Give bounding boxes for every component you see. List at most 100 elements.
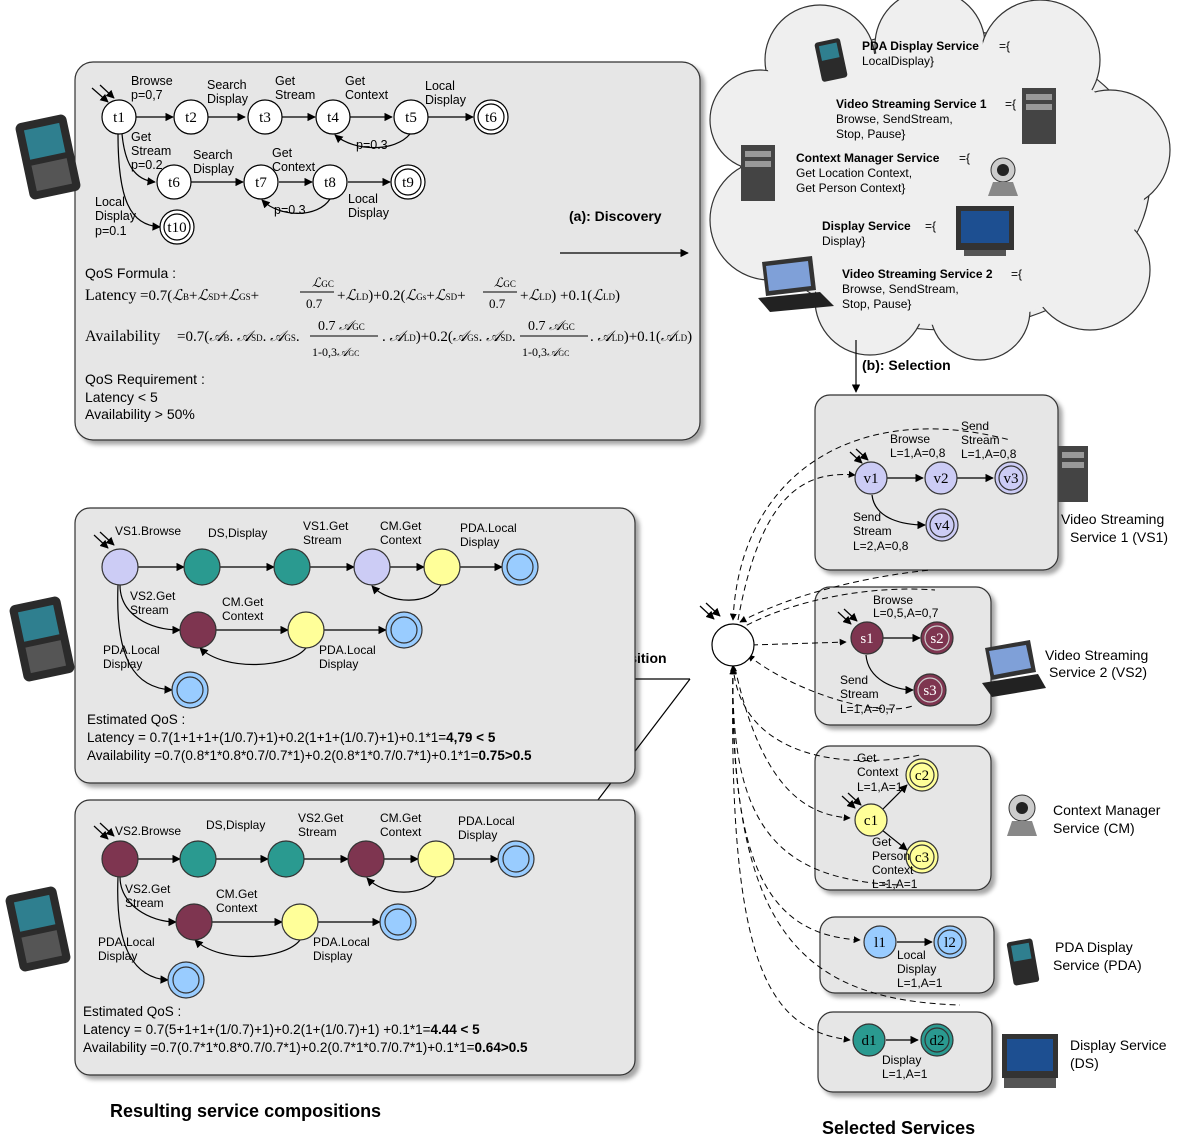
comp2-latency: Latency = 0.7(5+1+1+(1/0.7)+1)+0.2(1+(1/… xyxy=(83,1022,431,1037)
svg-text:1-0,3𝒜GC: 1-0,3𝒜GC xyxy=(522,345,569,359)
comp1-l8a: PDA.Local xyxy=(319,643,376,657)
comp1-latency-result: 4,79 < 5 xyxy=(446,730,496,745)
dashed-links xyxy=(729,428,1011,1043)
comp1-l7b: Context xyxy=(222,609,264,623)
comp2-l8b: Display xyxy=(313,949,352,963)
vs1-state-v2 xyxy=(924,461,958,495)
cm-name-2: Service (CM) xyxy=(1053,820,1135,836)
comp1-availability: Availability =0.7(0.8*1*0.8*0.7/0.7*1)+0… xyxy=(87,748,479,763)
label-t6-final: t6 xyxy=(485,110,497,126)
cloud-vs2-title: Video Streaming Service 2 xyxy=(842,267,993,281)
cloud-pda-title: PDA Display Service xyxy=(862,39,979,53)
req-latency: Latency < 5 xyxy=(85,389,158,405)
comp2-l9b: Display xyxy=(98,949,137,963)
comp2-state-8 xyxy=(281,903,319,941)
cm-gc-1: Get xyxy=(857,751,877,765)
comp1-l5a: PDA.Local xyxy=(460,521,517,535)
edge-localdisplay-2: Display xyxy=(425,93,467,107)
laptop-icon xyxy=(758,256,834,312)
pda-qos: L=1,A=1 xyxy=(897,976,943,990)
state-t4 xyxy=(315,99,351,135)
label-t5: t5 xyxy=(405,110,417,126)
comp2-l2: DS,Display xyxy=(206,818,265,832)
cloud-ds-title: Display Service xyxy=(822,219,911,233)
vs2-state-s3 xyxy=(913,673,947,707)
edge-loop-p: p=0.3 xyxy=(356,138,388,152)
svg-text:0.7: 0.7 xyxy=(306,296,323,311)
comp2-l5b: Display xyxy=(458,828,497,842)
edge-ld3-2: Display xyxy=(95,209,137,223)
comp1-l6a: VS2.Get xyxy=(130,589,176,603)
comp2-l6a: VS2.Get xyxy=(125,882,171,896)
comp1-l4b: Context xyxy=(380,533,422,547)
comp2-l5a: PDA.Local xyxy=(458,814,515,828)
comp2-l9a: PDA.Local xyxy=(98,935,155,949)
laptop-icon xyxy=(982,640,1046,697)
vs2-edges xyxy=(837,608,921,695)
svg-text:Availability =0.7(0.7*1*0.8*0.: Availability =0.7(0.7*1*0.8*0.7/0.7*1)+0… xyxy=(83,1040,528,1055)
edge-gc2-1: Get xyxy=(272,146,293,160)
pda-device-icon xyxy=(9,596,75,682)
edge-search-1: Search xyxy=(207,78,247,92)
comp1-l5b: Display xyxy=(460,535,499,549)
comp2-l6b: Stream xyxy=(125,896,164,910)
comp1-edges xyxy=(93,531,503,694)
vs1-send-2: Stream xyxy=(961,433,1000,447)
svg-text:Availability =0.7(0.8*1*0.8*0.: Availability =0.7(0.8*1*0.8*0.7/0.7*1)+0… xyxy=(87,748,532,763)
edge-sd2-1: Search xyxy=(193,148,233,162)
edge-browse-p: p=0,7 xyxy=(131,88,163,102)
vs1-state-v4 xyxy=(925,508,959,542)
svg-text:. 𝒜LD)+0.2(𝒜GS. 𝒜SD.: . 𝒜LD)+0.2(𝒜GS. 𝒜SD. xyxy=(382,329,516,345)
cm-state-c2 xyxy=(905,758,939,792)
cloud-cm-ops2: Get Person Context} xyxy=(796,181,905,195)
vs1-v2-label: v2 xyxy=(934,471,949,487)
pda-device-icon xyxy=(5,886,71,972)
comp2-state-3 xyxy=(267,840,305,878)
state-t7 xyxy=(243,164,279,200)
comp2-edges xyxy=(93,822,499,984)
edge-getcontext-1: Get xyxy=(345,74,366,88)
vs2-s3-label: s3 xyxy=(923,683,936,699)
server-tower-icon xyxy=(1022,88,1056,144)
pda-icon xyxy=(814,38,848,82)
availability-label: Availability xyxy=(85,328,160,345)
vs2-state-s2 xyxy=(920,621,954,655)
edge-gs-p: p=0.2 xyxy=(131,158,163,172)
vs2-send-qos: L=1,A=0,7 xyxy=(840,702,896,716)
ds-qos: L=1,A=1 xyxy=(882,1067,928,1081)
cm-gc-qos: L=1,A=1 xyxy=(857,780,903,794)
vs1-browse-qos: L=1,A=0,8 xyxy=(890,446,946,460)
selection-label: (b): Selection xyxy=(862,357,951,373)
comp2-est: Estimated QoS : xyxy=(83,1004,181,1019)
svg-text:ℒGC: ℒGC xyxy=(312,275,334,290)
latency-formula: =0.7(ℒB+ℒSD+ℒGS+ xyxy=(140,288,259,304)
vs1-send-qos: L=1,A=0,8 xyxy=(961,447,1017,461)
latency-label: Latency xyxy=(85,287,137,304)
vs1-send2-1: Send xyxy=(853,510,881,524)
vs2-name-1: Video Streaming xyxy=(1045,647,1148,663)
vs1-state-v1 xyxy=(854,461,888,495)
cm-c3-label: c3 xyxy=(915,850,929,866)
cm-gp-3: Context xyxy=(872,863,914,877)
ds-state-d2 xyxy=(920,1023,954,1057)
edge-gs-1: Get xyxy=(131,130,152,144)
comp2-latency-result: 4.44 < 5 xyxy=(431,1022,481,1037)
pda-ld-2: Display xyxy=(897,962,936,976)
cm-edges xyxy=(841,784,908,851)
comp1-l2: DS,Display xyxy=(208,526,267,540)
comp1-l6b: Stream xyxy=(130,603,169,617)
state-t2 xyxy=(173,99,209,135)
television-icon xyxy=(956,206,1014,256)
task-states xyxy=(101,99,509,245)
vs1-name-2: Service 1 (VS1) xyxy=(1070,529,1168,545)
pda-state-l2 xyxy=(933,925,967,959)
vs2-s2-label: s2 xyxy=(930,631,943,647)
edge-ld3-1: Local xyxy=(95,195,125,209)
cm-gc-2: Context xyxy=(857,765,899,779)
svg-text:0.7: 0.7 xyxy=(489,296,506,311)
label-t1: t1 xyxy=(113,110,125,126)
cloud-vs2-ops1: Browse, SendStream, xyxy=(842,282,959,296)
state-t3 xyxy=(247,99,283,135)
cloud-vs1-ops2: Stop, Pause} xyxy=(836,127,905,141)
edge-ld2-1: Local xyxy=(348,192,378,206)
